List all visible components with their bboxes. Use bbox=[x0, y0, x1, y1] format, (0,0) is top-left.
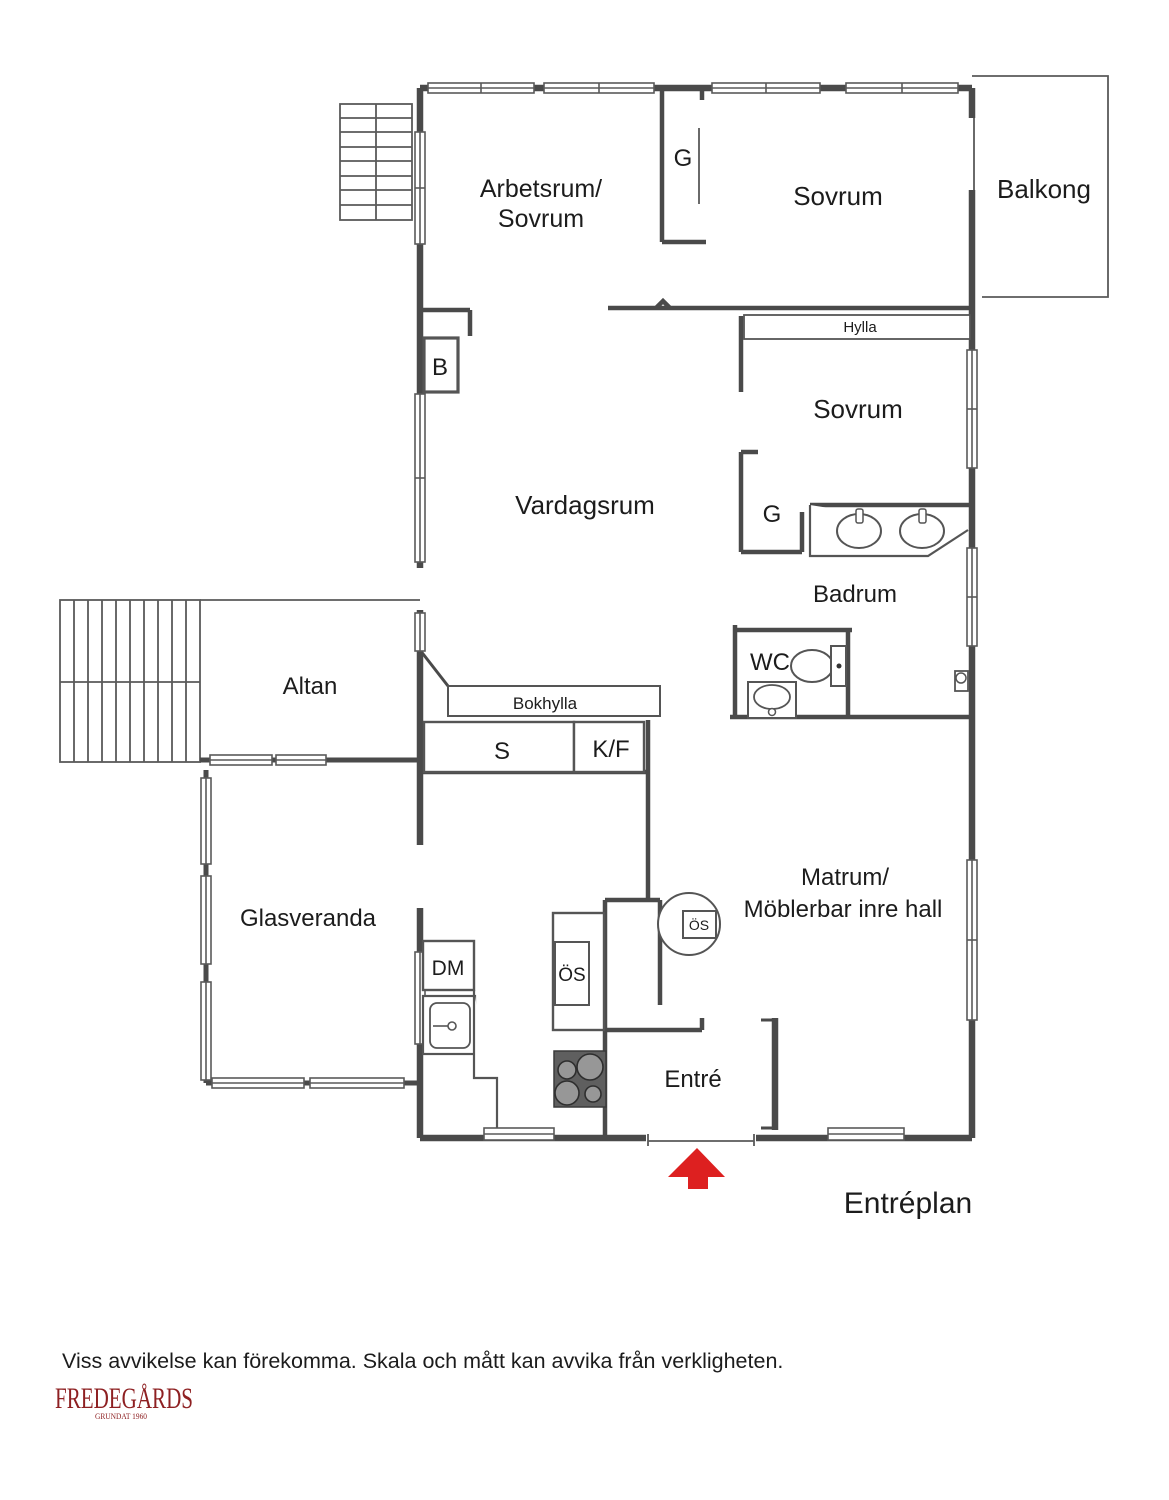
toilet-symbol bbox=[790, 645, 847, 687]
window-symbol bbox=[200, 981, 212, 1081]
window-symbol bbox=[543, 82, 655, 94]
label-arbetsrum-line2: Sovrum bbox=[498, 205, 584, 233]
label-garderob-top: G bbox=[674, 145, 693, 172]
hylla-shelf bbox=[743, 314, 971, 340]
fireplace-kitchen bbox=[551, 911, 606, 1032]
label-skap: S bbox=[494, 738, 510, 765]
window-symbol bbox=[414, 612, 426, 652]
label-oppen-spis-kitchen: ÖS bbox=[558, 965, 585, 986]
footer: Viss avvikelse kan förekomma. Skala och … bbox=[55, 1349, 783, 1421]
label-braskamin: B bbox=[432, 354, 448, 381]
balcony-outline bbox=[972, 75, 1109, 298]
floor-title: Entréplan bbox=[844, 1187, 972, 1220]
label-badrum: Badrum bbox=[813, 581, 897, 608]
label-wc: WC bbox=[750, 649, 790, 676]
label-matrum-line1: Matrum/ bbox=[801, 864, 889, 891]
window-symbol bbox=[209, 754, 273, 766]
label-altan: Altan bbox=[283, 673, 338, 700]
window-symbol bbox=[711, 82, 821, 94]
label-sovrum-mid: Sovrum bbox=[813, 394, 903, 424]
window-symbol bbox=[275, 754, 327, 766]
window-symbol bbox=[966, 859, 978, 1021]
room-labels: Arbetsrum/ Sovrum G Sovrum Balkong Hylla… bbox=[240, 145, 1091, 1220]
label-oppen-spis-round: ÖS bbox=[689, 916, 709, 933]
label-bokhylla: Bokhylla bbox=[513, 694, 578, 713]
label-balkong: Balkong bbox=[997, 174, 1091, 204]
stairs-symbol-top-left bbox=[339, 103, 413, 221]
window-symbol bbox=[827, 1127, 905, 1141]
window-symbol bbox=[966, 547, 978, 647]
stove-symbol bbox=[553, 1050, 607, 1108]
label-arbetsrum-line1: Arbetsrum/ bbox=[480, 175, 602, 203]
label-diskmaskin: DM bbox=[432, 957, 465, 980]
label-sovrum-top: Sovrum bbox=[793, 181, 883, 211]
wc-sink-symbol bbox=[747, 681, 797, 719]
disclaimer-text: Viss avvikelse kan förekomma. Skala och … bbox=[62, 1349, 783, 1373]
brand-subtitle: GRUNDAT 1960 bbox=[95, 1411, 147, 1421]
label-kyl-frys: K/F bbox=[592, 736, 629, 763]
chimney-box bbox=[422, 336, 460, 394]
label-hylla: Hylla bbox=[843, 319, 877, 336]
entrance-arrow-icon bbox=[668, 1148, 725, 1189]
radiator-symbol bbox=[954, 670, 969, 692]
cabinet-s bbox=[422, 720, 576, 774]
label-entre: Entré bbox=[664, 1066, 721, 1093]
fireplace-round bbox=[657, 892, 721, 956]
window-symbol bbox=[966, 349, 978, 469]
cabinet-kf bbox=[572, 720, 646, 774]
window-symbol bbox=[414, 131, 426, 245]
window-symbols bbox=[200, 82, 978, 1141]
window-symbol bbox=[200, 875, 212, 965]
interior-walls bbox=[418, 88, 970, 1138]
kitchen-counter bbox=[472, 990, 499, 1128]
label-vardagsrum: Vardagsrum bbox=[515, 490, 655, 520]
window-symbol bbox=[211, 1077, 305, 1089]
window-symbol bbox=[845, 82, 959, 94]
window-symbol bbox=[200, 777, 212, 865]
bookshelf bbox=[447, 685, 661, 717]
kitchen-sink-symbol bbox=[421, 994, 477, 1056]
brand-logo: FREDEGÅRDS bbox=[55, 1382, 193, 1415]
label-garderob-mid: G bbox=[763, 501, 782, 528]
label-matrum-line2: Möblerbar inre hall bbox=[744, 896, 943, 923]
bathroom-vanity bbox=[808, 505, 969, 558]
window-symbol bbox=[414, 393, 426, 563]
window-symbol bbox=[309, 1077, 405, 1089]
window-symbol bbox=[427, 82, 535, 94]
dishwasher bbox=[421, 939, 476, 992]
stairs-symbol-altan bbox=[59, 599, 420, 763]
entry-door bbox=[646, 1130, 756, 1146]
window-symbol bbox=[483, 1127, 555, 1141]
label-glasveranda: Glasveranda bbox=[240, 905, 377, 932]
